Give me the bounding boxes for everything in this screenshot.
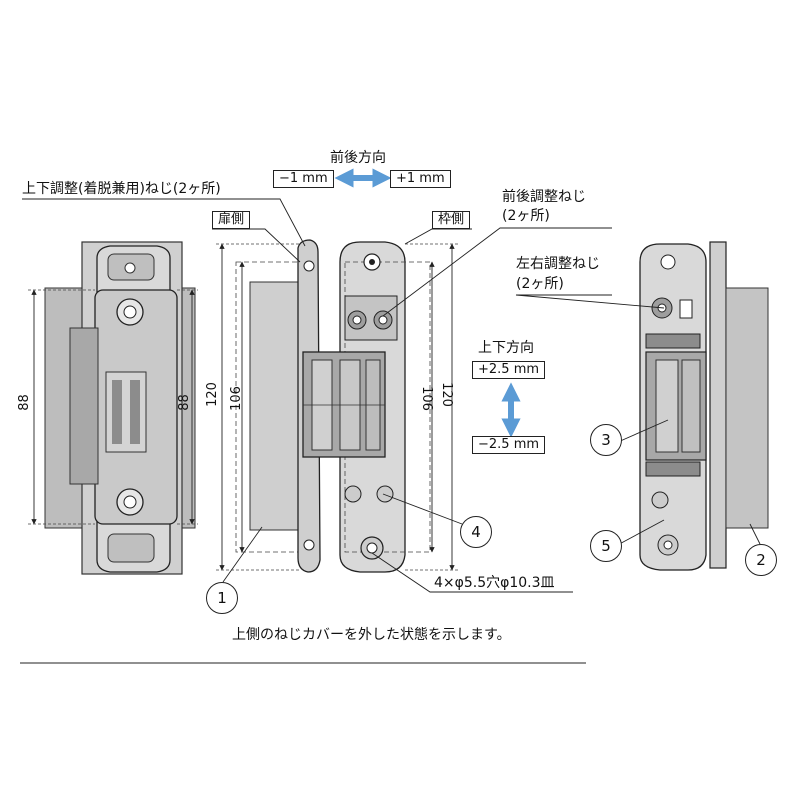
minus-up-down-value: −2.5 mm <box>472 436 546 454</box>
plus-up-down-value: +2.5 mm <box>472 361 546 379</box>
plus-front-back-value: +1 mm <box>390 170 451 188</box>
part-callout-4: 4 <box>460 516 492 548</box>
top-bottom-screw-label: 上下調整(着脱兼用)ねじ(2ヶ所) <box>22 181 221 197</box>
right-view <box>639 241 769 571</box>
left-right-screw-count: (2ヶ所) <box>516 276 564 292</box>
dim-88-left: 88 <box>16 394 32 411</box>
front-back-direction-label: 前後方向 <box>330 150 386 166</box>
middle-view <box>216 239 458 573</box>
middle-door-plate <box>249 281 301 531</box>
dim-120-right: 120 <box>438 382 454 407</box>
dim-106-right: 106 <box>418 386 434 411</box>
leader-lines <box>20 198 761 664</box>
up-down-direction-label: 上下方向 <box>478 340 534 356</box>
door-side-label: 扉側 <box>212 211 251 229</box>
dim-88-right: 88 <box>176 394 192 411</box>
dim-106-left: 106 <box>228 386 244 411</box>
left-view <box>28 241 198 575</box>
minus-front-back-value: −1 mm <box>273 170 334 188</box>
caption-note: 上側のねじカバーを外した状態を示します。 <box>232 627 511 643</box>
front-back-screw-label: 前後調整ねじ <box>502 189 586 205</box>
right-view-back-plate <box>709 241 727 569</box>
hole-spec-label: 4×φ5.5穴φ10.3皿 <box>434 575 555 591</box>
left-right-screw-label: 左右調整ねじ <box>516 256 600 272</box>
front-back-screw-count: (2ヶ所) <box>502 208 550 224</box>
part-callout-2: 2 <box>745 544 777 576</box>
part-callout-3: 3 <box>590 424 622 456</box>
part-callout-1: 1 <box>206 582 238 614</box>
dim-120-left: 120 <box>204 382 220 407</box>
part-callout-5: 5 <box>590 530 622 562</box>
left-view-center-slot <box>69 327 99 485</box>
frame-side-label: 枠側 <box>432 211 471 229</box>
